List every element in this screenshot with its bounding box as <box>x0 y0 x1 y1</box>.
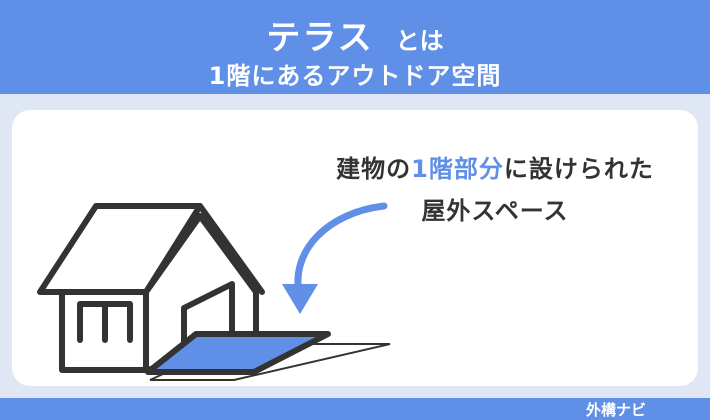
description-highlight: 1階部分 <box>411 155 504 183</box>
description: 建物の1階部分に設けられた 屋外スペース <box>300 148 690 232</box>
brand-label: 外構ナビ <box>585 401 646 419</box>
description-part-1: 建物の <box>336 155 412 183</box>
footer-bar: 外構ナビ <box>0 398 710 420</box>
page-subtitle: 1階にあるアウトドア空間 <box>208 62 502 90</box>
title-line: テラス とは <box>0 10 710 59</box>
terrace-icon <box>145 331 391 381</box>
description-part-2: に設けられた <box>503 155 654 183</box>
header-banner: テラス とは 1階にあるアウトドア空間 <box>0 0 710 94</box>
description-line-1: 建物の1階部分に設けられた <box>300 148 690 190</box>
description-line-2: 屋外スペース <box>421 197 569 225</box>
page-title: テラス <box>266 18 374 58</box>
house-icon <box>37 203 265 373</box>
curved-arrow-icon <box>282 202 388 314</box>
title-suffix: とは <box>395 27 444 55</box>
